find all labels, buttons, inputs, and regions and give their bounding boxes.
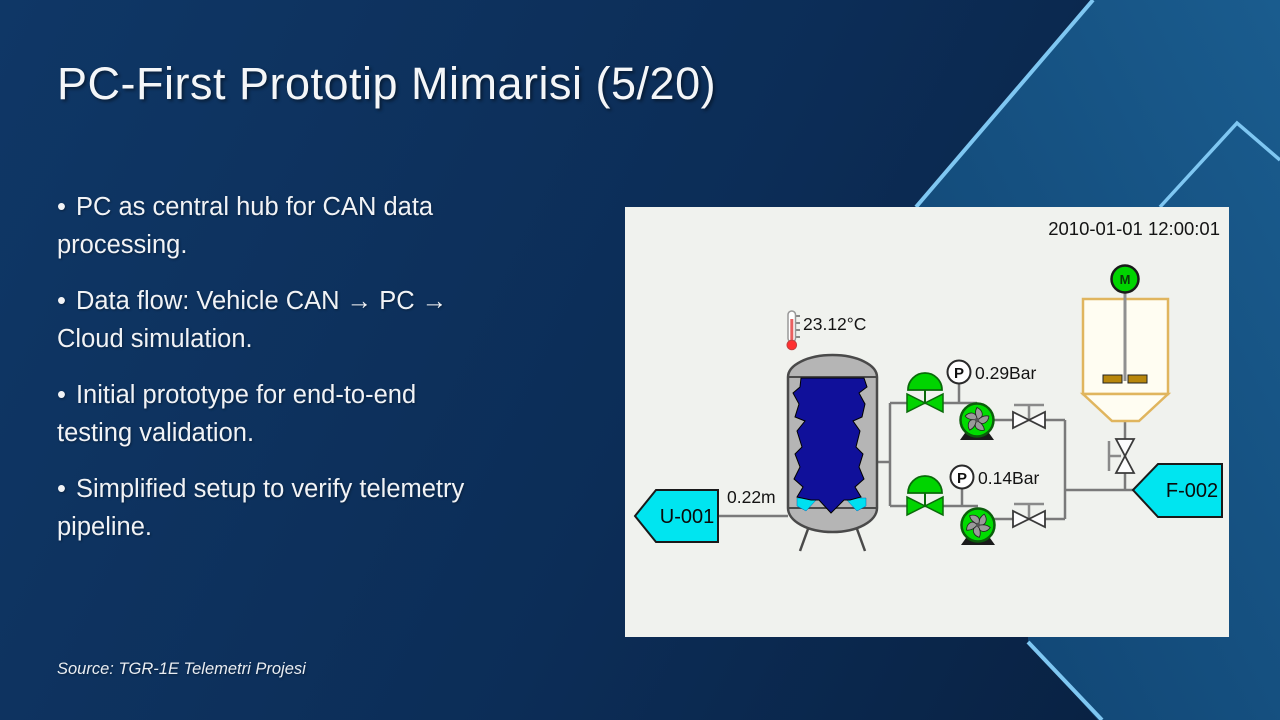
scada-panel: 2010-01-01 12:00:01: [625, 207, 1229, 637]
bullet-item: •Initial prototype for end-to-end testin…: [57, 376, 587, 452]
level-label: 0.22m: [727, 487, 776, 507]
bullet-list: •PC as central hub for CAN data processi…: [57, 188, 587, 564]
accent-line-bottom-right: [1026, 640, 1104, 720]
source-note: Source: TGR-1E Telemetri Projesi: [57, 660, 306, 678]
tag-f002: F-002: [1131, 463, 1223, 518]
bullet-marker: •: [57, 193, 66, 221]
bullet-text: Data flow: Vehicle CAN → PC → Cloud simu…: [57, 287, 448, 353]
bullet-item: •Data flow: Vehicle CAN → PC → Cloud sim…: [57, 282, 587, 358]
pressure-indicator-top: P: [946, 359, 972, 385]
tag-f002-label: F-002: [1166, 480, 1218, 502]
agitator-paddle: [1127, 374, 1148, 384]
bullet-text: PC as central hub for CAN data processin…: [57, 193, 434, 259]
bullet-text: Initial prototype for end-to-end testing…: [57, 381, 417, 447]
fluid-blob: [792, 377, 868, 514]
pressure-indicator-bottom: P: [949, 464, 975, 490]
storage-tank: [786, 353, 879, 552]
pressure-bottom-label: 0.14Bar: [978, 468, 1039, 488]
manual-valve-top-icon: [1012, 403, 1046, 430]
tag-u001: U-001: [633, 489, 719, 543]
motor-letter: M: [1120, 272, 1131, 287]
mixer-vessel: [1079, 292, 1172, 423]
bullet-marker: •: [57, 287, 66, 315]
temperature-label: 23.12°C: [803, 314, 866, 334]
pump-bottom-icon: [960, 507, 996, 545]
agitator-paddle: [1102, 374, 1123, 384]
control-valve-top-icon: [906, 372, 944, 414]
bullet-marker: •: [57, 381, 66, 409]
slide-title: PC-First Prototip Mimarisi (5/20): [57, 58, 717, 109]
accent-chevron-right: [1158, 120, 1280, 209]
drain-valve-icon: [1107, 438, 1136, 474]
bullet-marker: •: [57, 475, 66, 503]
bullet-text: Simplified setup to verify telemetry pip…: [57, 475, 465, 541]
pump-top-icon: [959, 402, 995, 440]
tag-u001-label: U-001: [660, 506, 714, 528]
bullet-item: •Simplified setup to verify telemetry pi…: [57, 470, 587, 546]
pressure-top-label: 0.29Bar: [975, 363, 1036, 383]
bullet-item: •PC as central hub for CAN data processi…: [57, 188, 587, 264]
motor-icon: M: [1110, 264, 1140, 294]
pressure-indicator-letter: P: [954, 365, 964, 382]
control-valve-bottom-icon: [906, 475, 944, 517]
pressure-indicator-letter: P: [957, 470, 967, 487]
timestamp-label: 2010-01-01 12:00:01: [1048, 218, 1220, 239]
thermometer-icon: [786, 310, 800, 351]
manual-valve-bottom-icon: [1012, 502, 1046, 529]
